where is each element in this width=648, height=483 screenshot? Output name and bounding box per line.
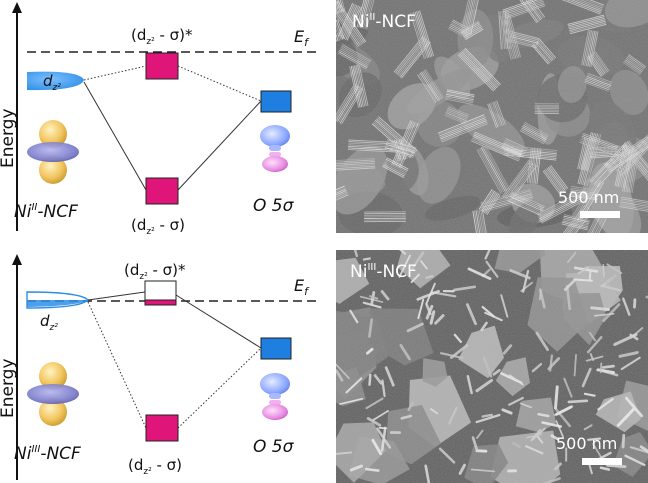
connector-o5s-antibond — [177, 65, 262, 102]
o5s-level — [260, 337, 292, 360]
dz2-orbital-shape — [26, 291, 89, 309]
ni-dz2-orbital-icon — [27, 120, 79, 184]
connector-o5s-bond — [177, 100, 262, 191]
antibonding-label: (dz² - σ)* — [124, 261, 186, 282]
sem-label: NiIII-NCF — [350, 262, 417, 282]
scalebar — [582, 458, 622, 465]
sem-label: NiII-NCF — [352, 12, 416, 32]
o5s-level — [260, 90, 292, 113]
connector-dz2-antibond — [83, 65, 147, 81]
fermi-level-label: Ef — [294, 27, 310, 49]
o5s-orbital-icon — [260, 125, 290, 172]
energy-axis-arrow-icon — [12, 2, 22, 13]
species-label: NiIII-NCF — [14, 444, 81, 464]
energy-axis-label: Energy — [0, 108, 18, 168]
o5s-orbital-icon — [260, 373, 290, 420]
sem-image-bottom: NiIII-NCF 500 nm — [336, 250, 648, 483]
bonding-level — [145, 414, 179, 442]
top-mo-diagram: Energy Ef (dz² - σ)* dz² — [0, 2, 316, 237]
connector-dz2-antibond — [87, 291, 146, 301]
dz2-orbital-shape — [27, 71, 84, 91]
bottom-mo-diagram: Energy Ef (dz² - σ)* dz² NiIII-NCF ( — [0, 254, 316, 480]
antibonding-level — [145, 52, 179, 80]
ni-dz2-orbital-icon — [27, 362, 79, 426]
sem-image-top: NiII-NCF 500 nm — [336, 0, 648, 233]
scalebar-label: 500 nm — [556, 434, 617, 453]
o5s-label: O 5σ — [253, 437, 295, 457]
dz2-label: dz² — [40, 312, 58, 333]
dz2-label: dz² — [43, 72, 61, 93]
connector-dz2-bond — [83, 81, 147, 191]
scalebar — [580, 211, 620, 218]
antibonding-filled-part — [144, 299, 177, 306]
antibonding-label: (dz² - σ)* — [131, 26, 193, 47]
energy-axis-label: Energy — [0, 358, 18, 418]
bonding-label: (dz² - σ) — [131, 216, 185, 237]
o5s-label: O 5σ — [253, 196, 295, 216]
connector-o5s-antibond — [175, 294, 262, 349]
energy-axis-arrow-icon — [12, 254, 22, 265]
species-label: NiII-NCF — [14, 202, 78, 222]
connector-o5s-bond — [177, 347, 262, 429]
fermi-level-label: Ef — [294, 276, 310, 298]
bonding-level — [145, 177, 179, 205]
scalebar-label: 500 nm — [558, 188, 619, 207]
bonding-label: (dz² - σ) — [128, 456, 182, 477]
connector-dz2-bond — [87, 301, 147, 429]
